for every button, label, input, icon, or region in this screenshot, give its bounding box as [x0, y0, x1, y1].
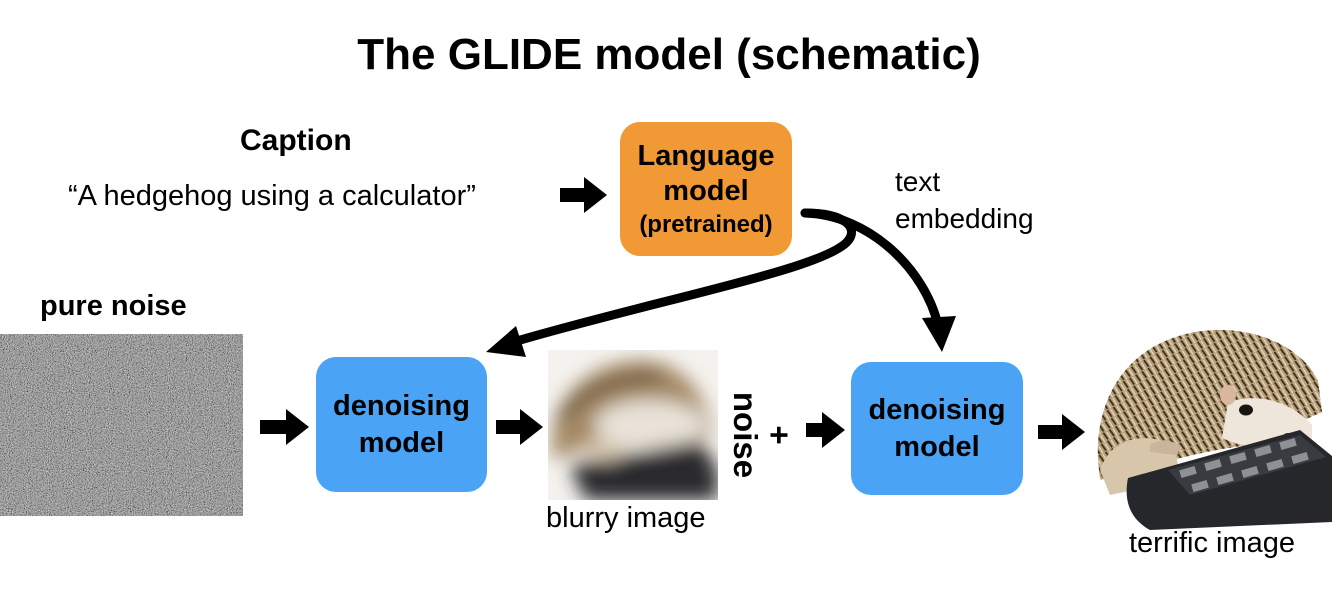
language-model-line1: Language	[637, 139, 775, 172]
denoising-model-2-line2: model	[894, 430, 980, 463]
text-embedding-label: text embedding	[895, 163, 1034, 237]
denoising-model-2-line1: denoising	[868, 393, 1006, 426]
plus-noise-label: + noise	[716, 385, 798, 485]
plus-sign: +	[761, 425, 798, 445]
terrific-hedgehog-image	[1094, 318, 1332, 530]
denoising-model-1-box: denoising model	[316, 357, 487, 492]
language-model-line2: model	[663, 175, 749, 208]
pure-noise-image	[0, 334, 243, 516]
arrow-caption-to-language-model	[560, 177, 607, 213]
blurry-image-label: blurry image	[546, 502, 706, 534]
denoising-model-1-line2: model	[358, 426, 445, 459]
caption-text: “A hedgehog using a calculator”	[68, 180, 476, 212]
text-embedding-line1: text	[895, 166, 941, 197]
denoising-model-2-box: denoising model	[851, 362, 1023, 495]
noise-word: noise	[727, 391, 764, 479]
blurry-hedgehog-image	[548, 350, 718, 500]
terrific-image-label: terrific image	[1129, 527, 1295, 559]
arrow-denoising-2-to-terrific	[1038, 414, 1085, 450]
caption-heading: Caption	[240, 124, 352, 157]
arrow-noise-to-denoising-1	[260, 409, 309, 445]
language-model-line3: (pretrained)	[639, 210, 773, 238]
text-embedding-arrow-to-denoising-2	[800, 208, 956, 352]
text-embedding-arrow-to-denoising-1	[486, 208, 856, 357]
arrow-denoising-1-to-blurry	[496, 409, 543, 445]
language-model-box: Language model (pretrained)	[620, 122, 792, 256]
arrow-noise-to-denoising-2	[806, 412, 845, 448]
pure-noise-label: pure noise	[40, 290, 187, 322]
diagram-title: The GLIDE model (schematic)	[357, 30, 981, 79]
denoising-model-1-line1: denoising	[333, 389, 470, 422]
text-embedding-line2: embedding	[895, 203, 1034, 234]
